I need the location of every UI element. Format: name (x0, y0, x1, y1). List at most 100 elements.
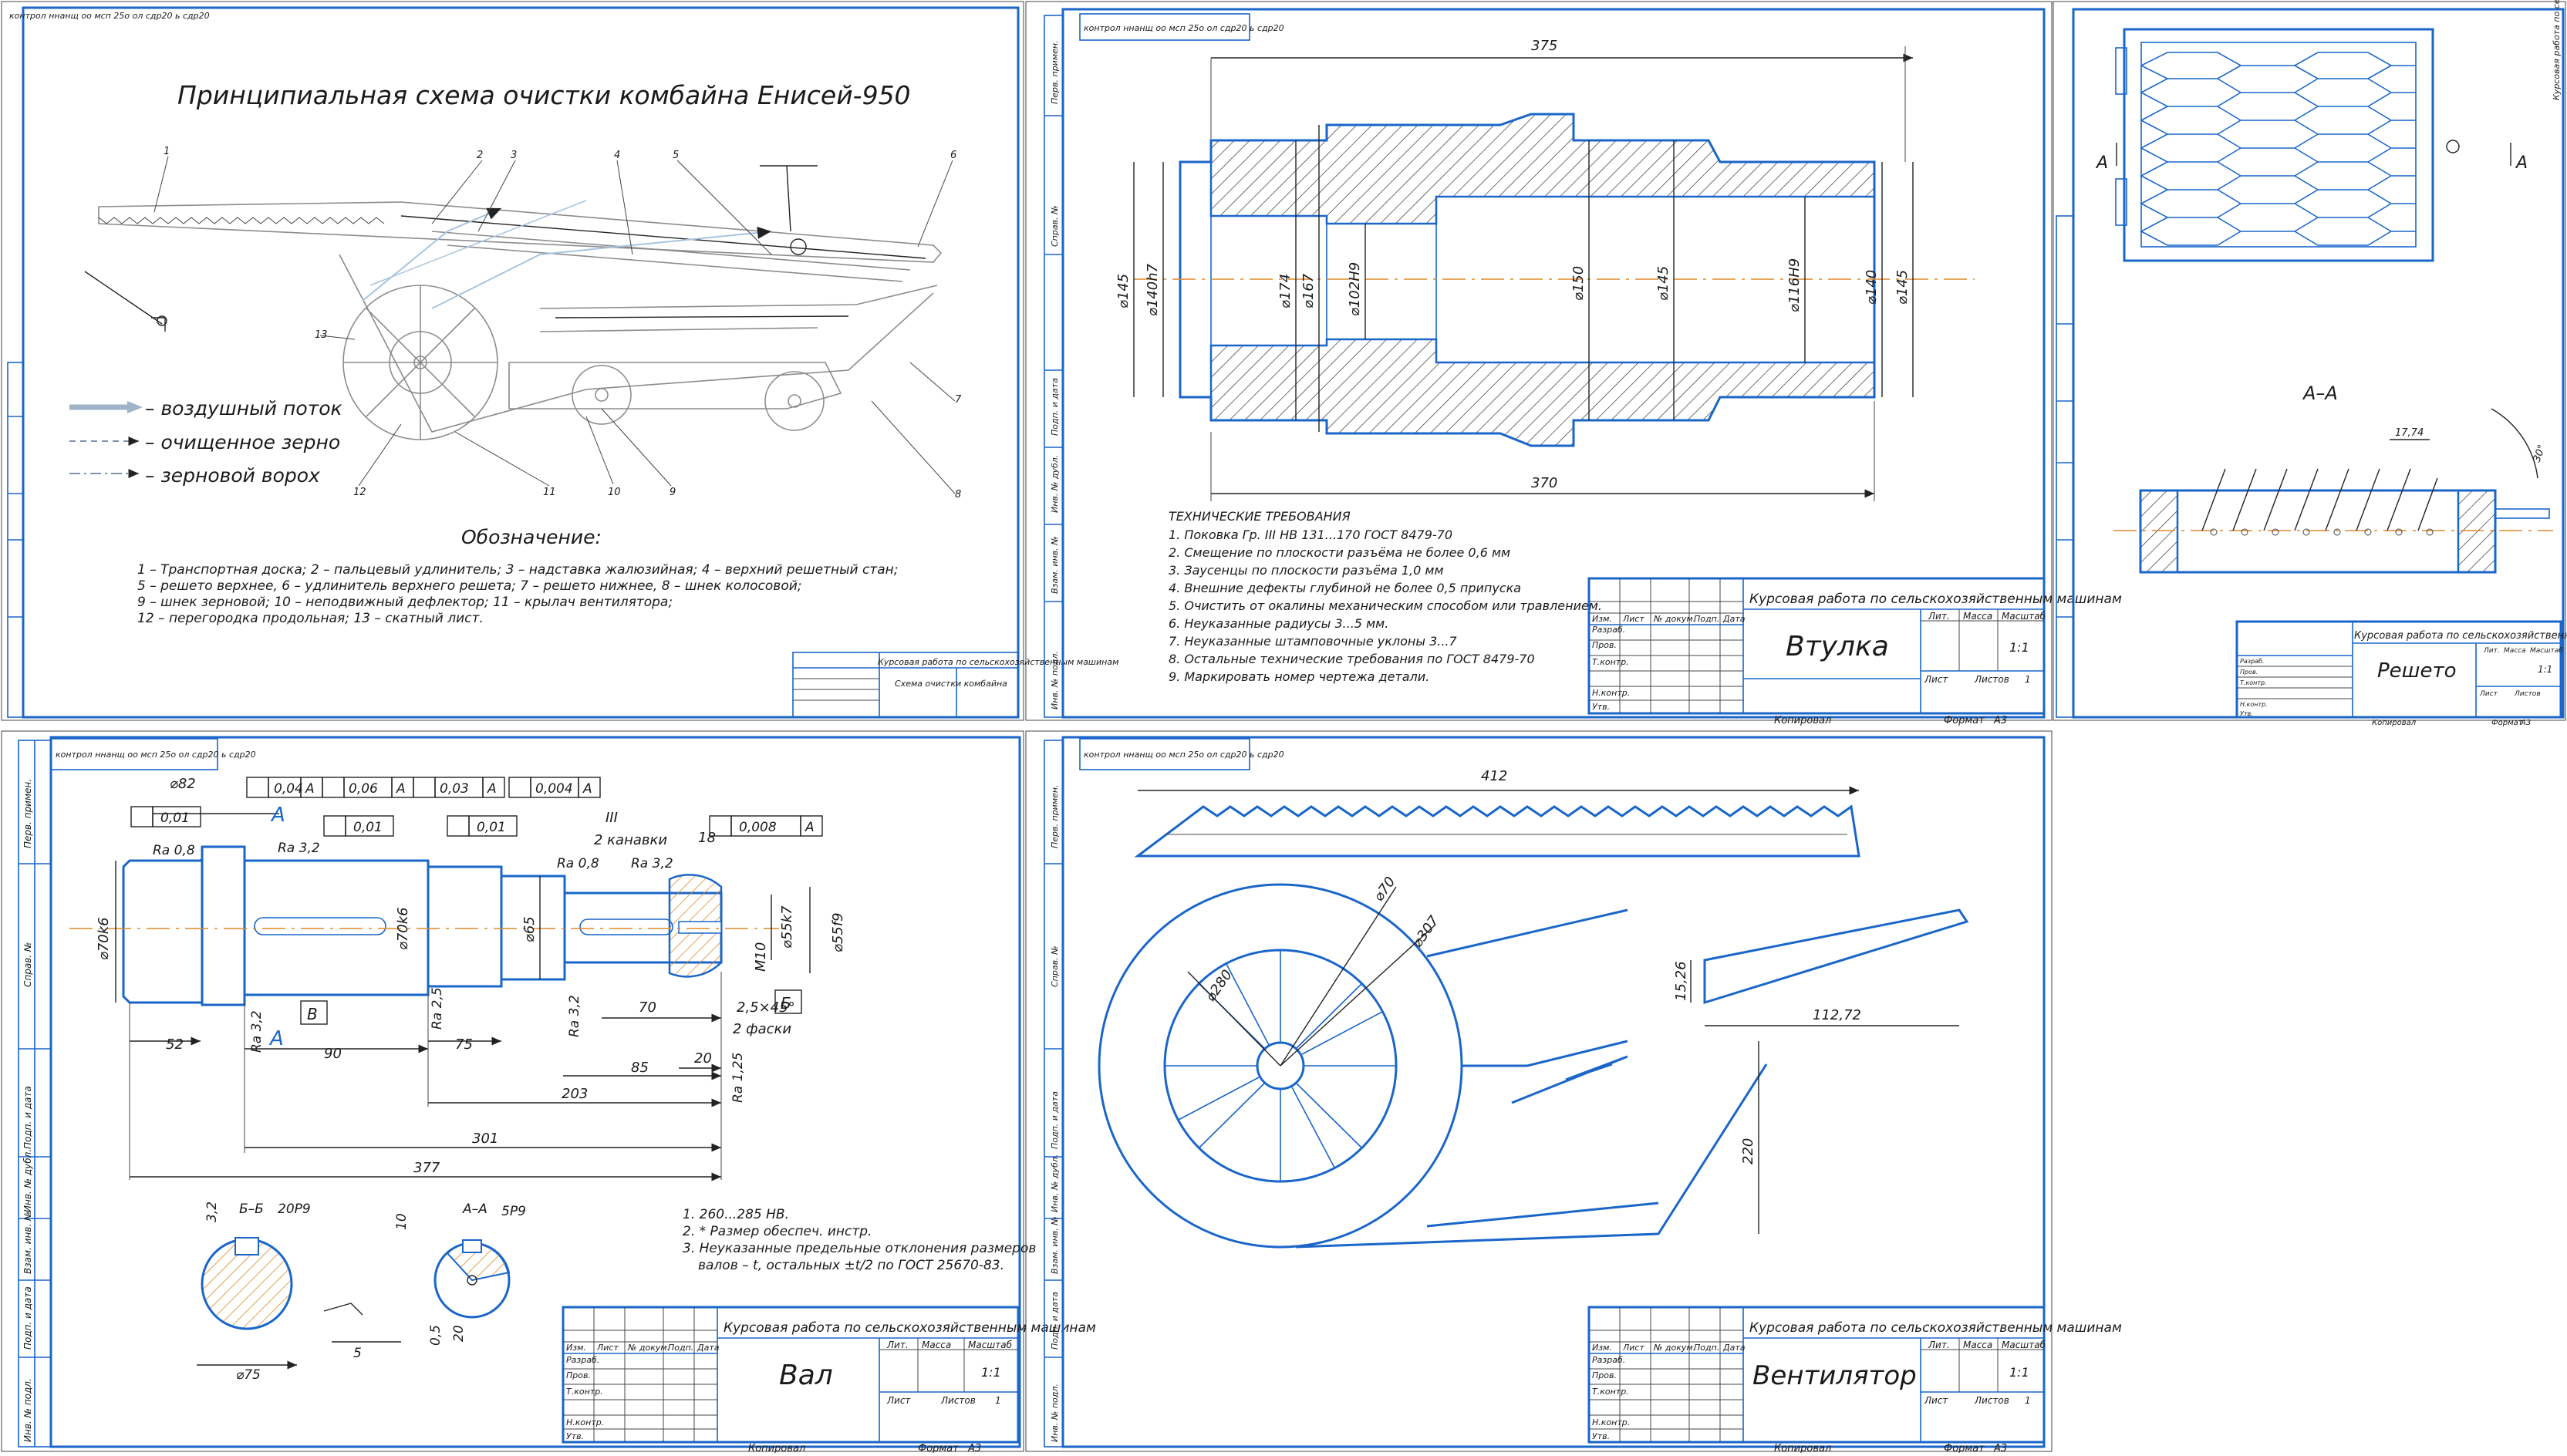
vent-role-3: Т.контр. (1592, 1387, 1629, 1397)
tol-2-val: 0,06 (349, 781, 378, 797)
val-note-3: 3. Неуказанные предельные отклонения раз… (683, 1241, 1036, 1256)
s5-side-4: Инв. № дубл. (1050, 1154, 1060, 1212)
vt-req-2: 2. Смещение по плоскости разъёма не боле… (1169, 545, 1510, 560)
rs-format: Формат (2491, 719, 2524, 727)
vent-part-name: Вентилятор (1752, 1360, 1917, 1391)
vent-role-1: Разраб. (1592, 1355, 1625, 1365)
sieve-top-view (2115, 28, 2511, 262)
val-dim-18: 18 (698, 830, 716, 846)
vt-req-8: 8. Остальные технические требования по Г… (1169, 652, 1535, 666)
val-dim-M10: M10 (753, 942, 769, 972)
val-dim-20: 20 (694, 1050, 712, 1067)
tol-7-val: 0,01 (477, 820, 506, 835)
vent-lit: Лит. (1928, 1340, 1950, 1350)
vt-req-5: 5. Очистить от окалины механическим спос… (1169, 598, 1602, 613)
vent-dim-1526: 15,26 (1673, 961, 1689, 1001)
callout-6: 6 (950, 150, 956, 161)
scheme-title-block: Курсовая работа по сельскохозяйственным … (792, 652, 1118, 718)
vent-sheet: Лист (1924, 1395, 1948, 1406)
val-format: Формат (918, 1443, 959, 1453)
s2-side-2: Справ. № (1050, 205, 1060, 247)
shaft-dimensions: ⌀82 ⌀70k6 ⌀70k6 ⌀65 ⌀55k7 ⌀55f9 M10 52 9… (96, 776, 846, 1176)
section-aa-label: А–А (2302, 383, 2338, 404)
ra-3: Ra 3,2 (631, 856, 673, 871)
vt-dim-375: 375 (1531, 38, 1557, 54)
val-dim-203: 203 (562, 1086, 588, 1102)
vent-course: Курсовая работа по сельскохозяйственным … (1749, 1320, 2122, 1336)
s2-side-1: Перв. примен. (1050, 40, 1060, 104)
s5-side-6: Подп. и дата (1050, 1292, 1060, 1350)
scheme-block-name: Схема очистки комбайна (895, 679, 1007, 689)
sheet4-stamp: контрол ннанщ оо мсп 25о ол сдр20 ь сдр2… (56, 750, 256, 760)
legend-heap: – зерновой ворох (145, 464, 320, 487)
val-dim-2-chamfers: 2 фаски (733, 1021, 791, 1037)
ra-5: Ra 3,2 (249, 1010, 265, 1053)
val-dim-52: 52 (166, 1036, 184, 1053)
ra-2: Ra 3,2 (278, 841, 320, 856)
val-row-date: Дата (697, 1343, 720, 1353)
callout-5: 5 (673, 150, 679, 161)
sec-aa-fit: 5P9 (501, 1204, 526, 1219)
val-dim-70: 70 (639, 999, 656, 1016)
desc-line-4: 12 – перегородка продольная; 13 – скатны… (137, 611, 484, 626)
shaft-drawing (69, 813, 811, 1181)
resheto-dim-pitch: 17,74 (2395, 427, 2424, 439)
s5-side-1: Перв. примен. (1050, 784, 1060, 848)
val-dim-chamfer: 2,5×45° (737, 999, 795, 1016)
callout-2: 2 (477, 150, 483, 161)
vt-row-list: Лист (1622, 614, 1644, 624)
vt-role-4: Н.контр. (1592, 688, 1630, 698)
sheet1-side-strip (7, 362, 24, 718)
val-lit: Лит. (886, 1340, 909, 1350)
vent-sheets-val: 1 (2025, 1395, 2031, 1406)
shaft-section-marks: А А Б В (268, 804, 791, 1050)
vent-row-sign: Подп. (1694, 1343, 1719, 1353)
ventilator-drawing (1098, 786, 1969, 1249)
rs-copied: Копировал (2372, 719, 2417, 727)
val-copied: Копировал (748, 1443, 805, 1453)
tol-3-base: А (487, 781, 497, 797)
val-dim-85: 85 (631, 1060, 649, 1076)
tol-4-val: 0,004 (535, 781, 573, 797)
vent-dim-d307: ⌀307 (1409, 912, 1442, 951)
sheet1-stamp: контрол ннанщ оо мсп 25о ол сдр20 ь сдр2… (9, 11, 210, 21)
sec-bb-title: Б–Б (239, 1202, 264, 1217)
rs-mass: Масса (2504, 647, 2526, 655)
val-role-2: Пров. (566, 1370, 591, 1380)
ra-1: Ra 0,8 (153, 843, 195, 858)
callout-3: 3 (511, 150, 517, 161)
scheme-title: Принципиальная схема очистки комбайна Ен… (177, 80, 911, 110)
callout-9: 9 (670, 487, 676, 498)
callout-13: 13 (315, 329, 328, 341)
s4-side-6: Подп. и дата (22, 1286, 33, 1350)
vt-scale: Масштаб (2002, 611, 2046, 622)
rs-role-2: Пров. (2240, 669, 2258, 676)
val-dim-d70k6-mid: ⌀70k6 (395, 907, 411, 950)
vt-role-1: Разраб. (1592, 625, 1625, 635)
vent-row-list: Лист (1622, 1343, 1644, 1353)
vtulka-tech-requirements: ТЕХНИЧЕСКИЕ ТРЕБОВАНИЯ 1. Поковка Гр. II… (1169, 509, 1602, 684)
vt-req-title: ТЕХНИЧЕСКИЕ ТРЕБОВАНИЯ (1169, 509, 1351, 524)
rs-role-5: Утв. (2240, 710, 2253, 717)
vent-row-izm: Изм. (1592, 1343, 1612, 1353)
vt-copied: Копировал (1774, 715, 1831, 726)
s2-side-7: Инв. № подл. (1050, 651, 1060, 709)
combine-cleaning-scheme (84, 156, 956, 494)
val-note-2: 2. * Размер обеспеч. инстр. (683, 1224, 872, 1239)
s5-side-2: Справ. № (1050, 945, 1060, 987)
vent-role-5: Утв. (1592, 1431, 1610, 1441)
sheet4-side-strip: Перв. примен. Справ. № Подп. и дата Инв.… (18, 740, 52, 1448)
rs-role-4: Н.контр. (2240, 701, 2268, 708)
val-row-sign: Подп. (668, 1343, 693, 1353)
sheet2-stamp: контрол ннанщ оо мсп 25о ол сдр20 ь сдр2… (1084, 23, 1284, 33)
s4-side-7: Инв. № подл. (22, 1378, 33, 1442)
vt-req-6: 6. Неуказанные радиусы 3...5 мм. (1169, 616, 1388, 631)
val-note-4: валов – t, остальных ±t/2 по ГОСТ 25670-… (698, 1258, 1004, 1273)
vt-sheets-val: 1 (2025, 674, 2031, 685)
vt-req-3: 3. Заусенцы по плоскости разъёма 1,0 мм (1169, 563, 1444, 578)
callout-11: 11 (543, 487, 556, 498)
val-dim-d82: ⌀82 (170, 776, 196, 792)
s5-side-7: Инв. № подл. (1050, 1384, 1060, 1442)
sheet-vtulka: контрол ннанщ оо мсп 25о ол сдр20 ь сдр2… (1025, 1, 2122, 726)
